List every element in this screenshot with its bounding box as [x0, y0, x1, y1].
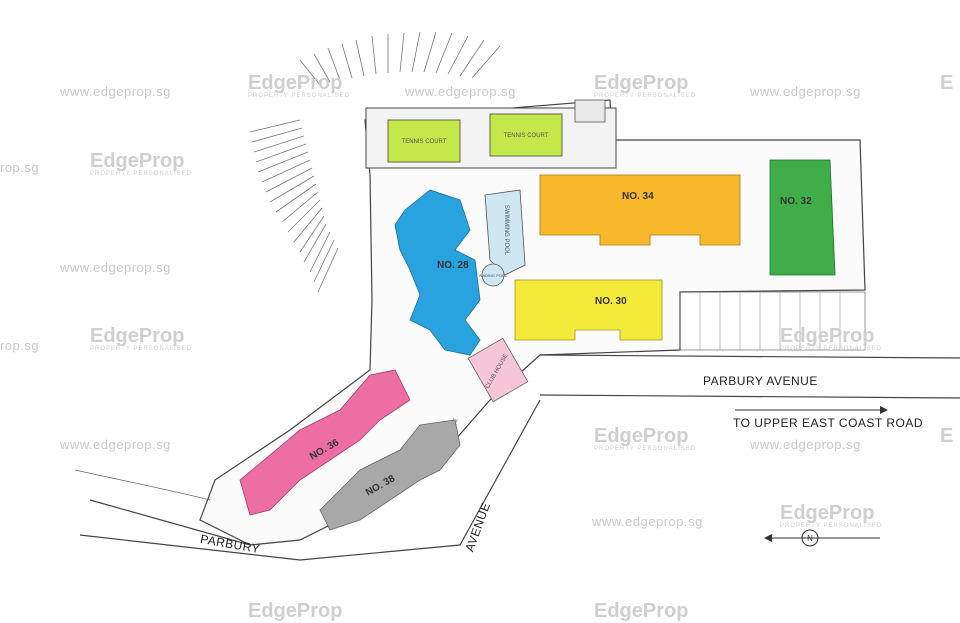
- block-36: NO. 36: [239, 369, 411, 516]
- block-32-label: NO. 32: [780, 196, 812, 207]
- block-28-shape: [394, 189, 481, 356]
- block-32: NO. 32: [769, 159, 836, 276]
- tennis-court-2: [489, 113, 563, 157]
- block-28-label: NO. 28: [437, 260, 469, 271]
- tennis-court-2-label: TENNIS COURT: [504, 133, 549, 139]
- tennis-court-1: [387, 119, 461, 163]
- north-label: N: [807, 534, 813, 543]
- block-34-label: NO. 34: [622, 191, 654, 202]
- block-32-shape: [769, 159, 836, 276]
- block-30-shape: [514, 279, 663, 341]
- parking-lines-fan: [249, 31, 501, 293]
- swimming-pool-label: SWIMMING POOL: [503, 205, 509, 256]
- block-28: NO. 28: [394, 189, 481, 356]
- direction-arrowhead: [880, 406, 888, 414]
- wading-pool-label: WADING POOL: [479, 273, 508, 278]
- tennis-court-1-label: TENNIS COURT: [402, 139, 447, 145]
- block-34: NO. 34: [539, 174, 741, 246]
- parbury-road-curve: [74, 469, 211, 501]
- wading-pool: [481, 263, 505, 287]
- to-upper-east-coast-label: TO UPPER EAST COAST ROAD: [733, 416, 924, 430]
- block-36-shape: [239, 369, 411, 516]
- court-shelter: [574, 99, 606, 123]
- parbury-avenue-label: PARBURY AVENUE: [703, 374, 818, 388]
- parbury-avenue-road: [539, 354, 960, 399]
- block-38-shape: [319, 419, 461, 531]
- block-38: NO. 38: [319, 419, 461, 531]
- club-house: [467, 337, 529, 403]
- swimming-pool: [484, 189, 526, 276]
- block-34-shape: [539, 174, 741, 246]
- parking-strip-right: [679, 291, 866, 351]
- north-compass: N: [764, 529, 880, 547]
- parbury-road-lower: [79, 399, 541, 561]
- block-30: NO. 30: [514, 279, 663, 341]
- block-30-label: NO. 30: [595, 296, 627, 307]
